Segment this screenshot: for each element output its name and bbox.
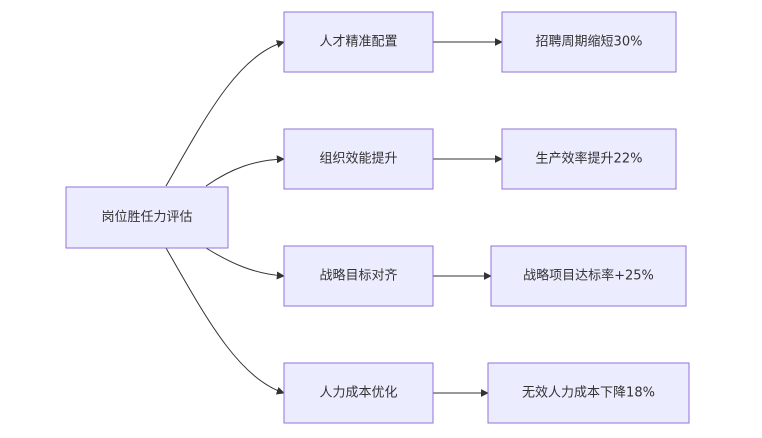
branch-node-3: 战略目标对齐 [283,245,434,307]
branch-node-4-label: 人力成本优化 [319,386,397,401]
branch-node-1: 人才精准配置 [283,11,434,73]
root-node: 岗位胜任力评估 [65,186,229,249]
branch-node-1-label: 人才精准配置 [319,35,397,50]
result-node-1: 招聘周期缩短30% [501,11,677,73]
result-node-4: 无效人力成本下降18% [487,362,690,424]
branch-node-2-label: 组织效能提升 [319,151,397,167]
result-node-3: 战略项目达标率+25% [490,245,687,307]
result-node-4-label: 无效人力成本下降18% [522,386,655,401]
branch-node-4: 人力成本优化 [283,362,434,424]
edge-root-to-branch-3 [205,247,285,280]
result-node-3-label: 战略项目达标率+25% [523,268,654,284]
root-node-label: 岗位胜任力评估 [101,210,192,225]
result-node-2: 生产效率提升22% [501,128,677,190]
result-node-2-label: 生产效率提升22% [536,151,643,167]
edge-root-to-branch-4 [165,247,285,395]
edge-root-to-branch-2 [205,155,285,187]
branch-node-3-label: 战略目标对齐 [319,268,397,284]
edge-root-to-branch-1 [165,40,285,187]
result-node-1-label: 招聘周期缩短30% [536,34,643,50]
branch-node-2: 组织效能提升 [283,128,434,190]
